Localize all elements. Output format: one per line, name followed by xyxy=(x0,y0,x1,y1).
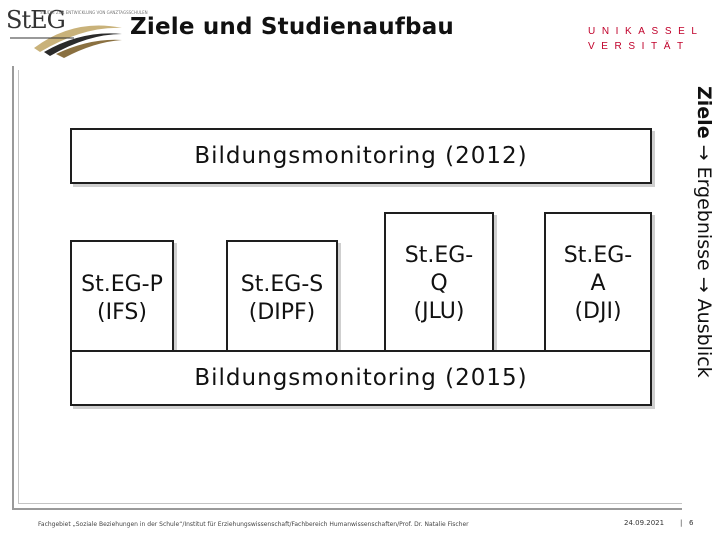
section-nav: Ziele → Ergebnisse → Ausblick xyxy=(692,86,716,378)
steg-s-box: St.EG-S (DIPF) xyxy=(226,240,338,358)
footer-page-number: | 6 xyxy=(680,519,694,527)
bildungsmonitoring-2015-box: Bildungsmonitoring (2015) xyxy=(70,350,652,406)
footer-date: 24.09.2021 xyxy=(624,519,665,527)
page-number: 6 xyxy=(689,519,694,527)
frame-bottom-inner xyxy=(18,503,682,504)
frame-left-inner xyxy=(18,70,19,504)
steg-logo: StEG STUDIE ZUR ENTWICKLUNG VON GANZTAGS… xyxy=(4,4,148,58)
logo-tagline: STUDIE ZUR ENTWICKLUNG VON GANZTAGSSCHUL… xyxy=(40,10,148,15)
university-logo-line2: VERSITÄT xyxy=(588,41,690,52)
section-nav-rest: → Ergebnisse → Ausblick xyxy=(693,138,715,378)
bildungsmonitoring-2012-label: Bildungsmonitoring (2012) xyxy=(194,143,528,169)
bildungsmonitoring-2015-label: Bildungsmonitoring (2015) xyxy=(194,365,528,391)
steg-s-line2: (DIPF) xyxy=(248,300,316,325)
university-logo-line1: UNIKASSEL xyxy=(588,26,704,37)
steg-q-line1: St.EG- xyxy=(404,243,474,268)
steg-p-box: St.EG-P (IFS) xyxy=(70,240,174,358)
steg-p-line1: St.EG-P xyxy=(81,272,163,297)
steg-a-line2: A xyxy=(590,271,606,296)
steg-q-box: St.EG- Q (JLU) xyxy=(384,212,494,356)
frame-left xyxy=(12,66,14,510)
steg-a-box: St.EG- A (DJI) xyxy=(544,212,652,356)
bildungsmonitoring-2012-box: Bildungsmonitoring (2012) xyxy=(70,128,652,184)
steg-q-line2: Q xyxy=(430,271,448,296)
steg-p-line2: (IFS) xyxy=(97,300,147,325)
footer-separator: | xyxy=(680,519,683,527)
frame-bottom xyxy=(12,508,682,510)
logo-text: StEG xyxy=(6,6,66,34)
page-title: Ziele und Studienaufbau xyxy=(130,14,454,40)
logo-swoosh-icon xyxy=(10,25,122,58)
footer-text: Fachgebiet „Soziale Beziehungen in der S… xyxy=(38,521,469,528)
university-logo: UNIKASSEL VERSITÄT xyxy=(588,24,704,54)
steg-q-line3: (JLU) xyxy=(413,299,465,324)
steg-s-line1: St.EG-S xyxy=(240,272,324,297)
section-nav-text: Ziele → Ergebnisse → Ausblick xyxy=(692,86,716,378)
section-nav-active: Ziele xyxy=(693,86,715,139)
steg-a-line3: (DJI) xyxy=(574,299,622,324)
steg-a-line1: St.EG- xyxy=(563,243,633,268)
